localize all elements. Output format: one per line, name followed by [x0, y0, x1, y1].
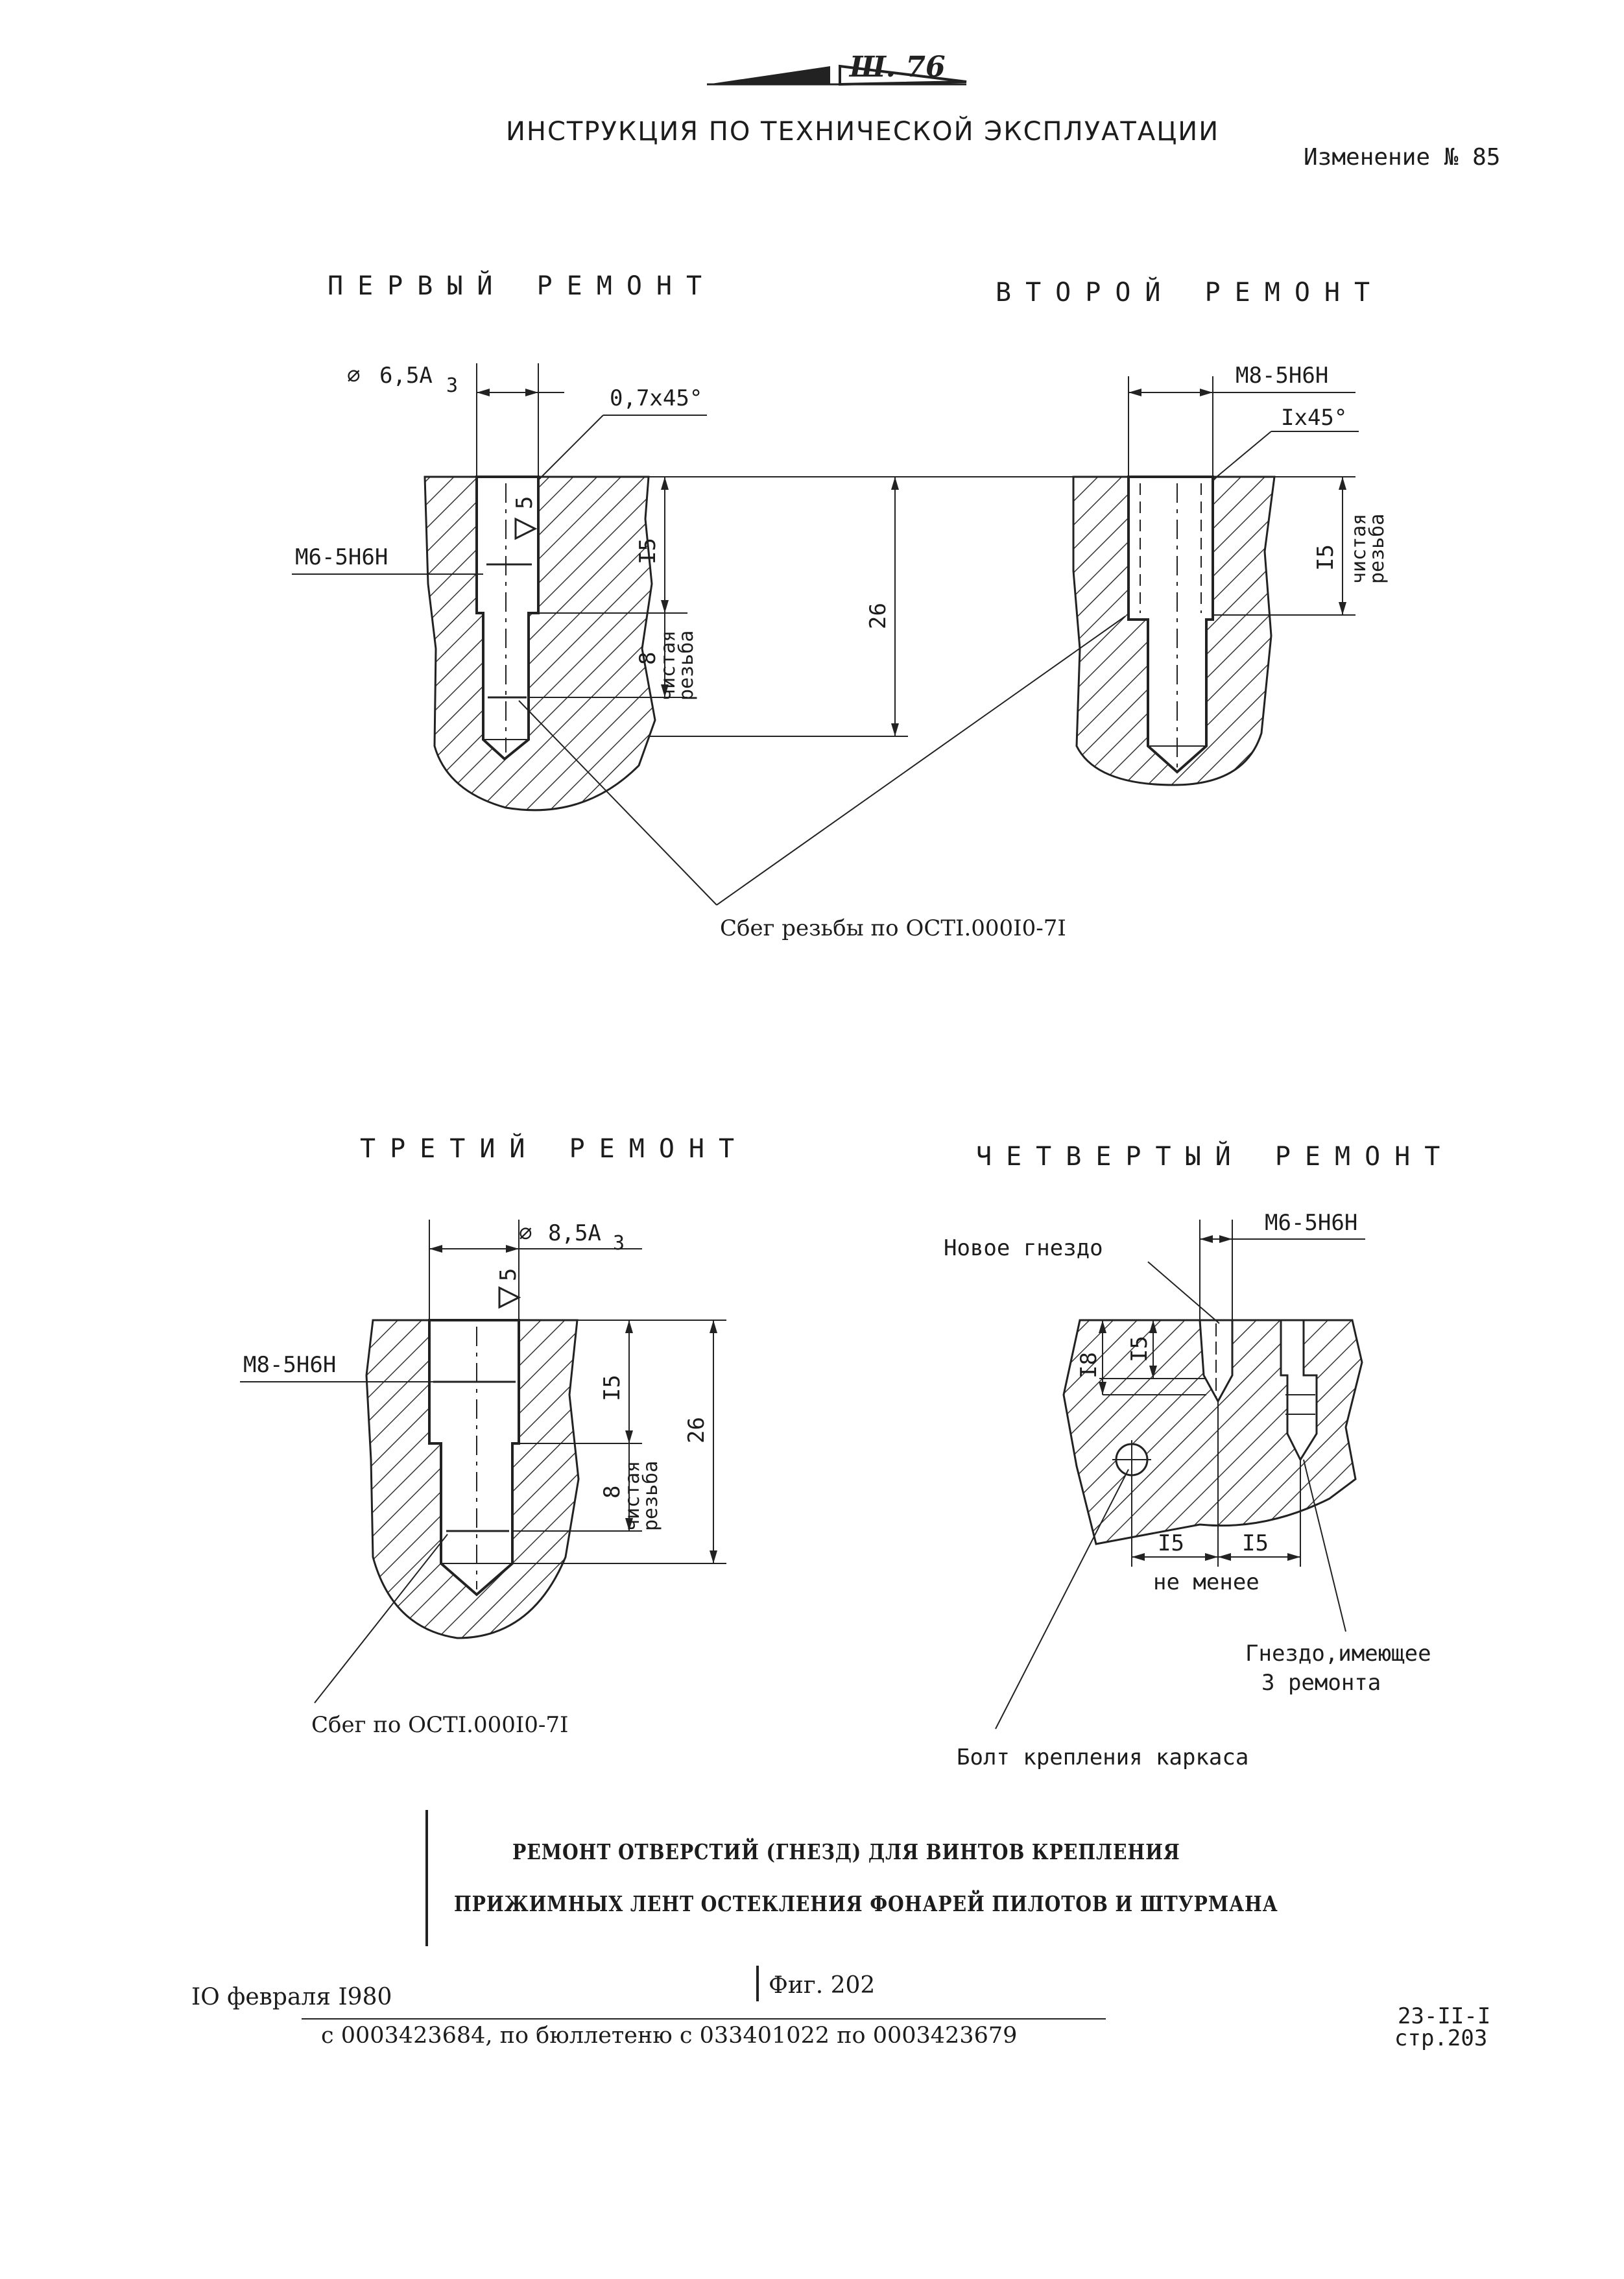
third-roughness: 5: [496, 1268, 521, 1281]
third-thread: M8-5H6H: [243, 1352, 336, 1378]
runout-note-top: Сбег резьбы по ОСТI.000I0-7I: [720, 915, 1066, 941]
first-diameter: 6,5A: [379, 363, 433, 389]
fourth-dim-15v: I5: [1127, 1336, 1152, 1362]
fourth-socket-note-1: Гнездо,имеющее: [1245, 1641, 1431, 1667]
section-title-fourth: ЧЕТВЕРТЫЙ РЕМОНТ: [976, 1142, 1455, 1172]
first-clean-thread-2: резьба: [675, 631, 698, 701]
first-repair-drawing: ∅ 6,5A 3 0,7x45° 5 M6-5H6H I5 8 чистая р…: [292, 363, 707, 812]
second-chamfer: Ix45°: [1281, 405, 1347, 431]
fourth-socket-note-2: 3 ремонта: [1261, 1670, 1381, 1696]
fourth-new-socket: Новое гнездо: [944, 1235, 1103, 1261]
runout-leaders-top: Сбег резьбы по ОСТI.000I0-7I: [518, 616, 1126, 941]
section-title-second: ВТОРОЙ РЕМОНТ: [996, 278, 1385, 307]
fourth-thread: M6-5H6H: [1265, 1210, 1357, 1236]
document-date: IО февраля I980: [191, 1984, 392, 2010]
first-roughness: 5: [512, 496, 538, 509]
document-logo: Ш. 76: [700, 39, 973, 91]
third-clean-thread-1: чистая: [621, 1461, 644, 1531]
caption-line-2: ПРИЖИМНЫХ ЛЕНТ ОСТЕКЛЕНИЯ ФОНАРЕЙ ПИЛОТО…: [454, 1891, 1278, 1916]
third-dim-15: I5: [599, 1375, 625, 1401]
third-diameter-sub: 3: [613, 1232, 625, 1255]
fourth-dim-15a: I5: [1158, 1530, 1184, 1556]
fourth-dim-15b: I5: [1242, 1530, 1269, 1556]
applicability-note: с 0003423684, по бюллетеню с 033401022 п…: [321, 2023, 1018, 2049]
third-dim-8: 8: [599, 1486, 625, 1499]
first-clean-thread-1: чистая: [657, 631, 680, 701]
first-thread: M6-5H6H: [295, 544, 388, 570]
caption-line-1: РЕМОНТ ОТВЕРСТИЙ (ГНЕЗД) ДЛЯ ВИНТОВ КРЕП…: [512, 1839, 1180, 1864]
third-repair-drawing: ∅ 8,5A 3 5 M8-5H6H I5 8 чистая резьба 26…: [240, 1220, 726, 1738]
document-title: ИНСТРУКЦИЯ ПО ТЕХНИЧЕСКОЙ ЭКСПЛУАТАЦИИ: [506, 117, 1220, 147]
third-diam-symbol: ∅: [519, 1220, 532, 1246]
first-chamfer: 0,7x45°: [610, 385, 702, 411]
logo-text: Ш. 76: [848, 51, 946, 84]
fourth-dim-18: I8: [1076, 1352, 1102, 1379]
fourth-bolt-note: Болт крепления каркаса: [957, 1744, 1248, 1770]
figure-number: Фиг. 202: [769, 1972, 876, 1999]
third-diameter: 8,5A: [548, 1220, 601, 1246]
second-clean-thread-2: резьба: [1366, 514, 1389, 584]
second-thread: M8-5H6H: [1236, 363, 1328, 389]
section-title-first: ПЕРВЫЙ РЕМОНТ: [328, 271, 717, 301]
change-number: Изменение № 85: [1304, 144, 1501, 171]
fourth-min-note: не менее: [1153, 1569, 1260, 1595]
fourth-repair-drawing: M6-5H6H Новое гнездо I8 I5 I5 I5 не мене…: [944, 1210, 1431, 1770]
second-repair-drawing: M8-5H6H Ix45° I5 чистая резьба: [1072, 363, 1389, 786]
middle-dim-26: 26: [865, 603, 891, 629]
first-dim-8: 8: [635, 652, 661, 665]
second-dim-15: I5: [1313, 544, 1339, 571]
first-diameter-sub: 3: [446, 374, 458, 397]
page-number: стр.203: [1394, 2025, 1488, 2051]
document-code: 23-II-I: [1398, 2003, 1491, 2029]
third-runout-note: Сбег по ОСТI.000I0-7I: [311, 1712, 568, 1738]
third-dim-26: 26: [684, 1417, 710, 1443]
third-clean-thread-2: резьба: [639, 1461, 662, 1531]
first-diam-symbol: ∅: [347, 363, 360, 389]
first-dim-15: I5: [635, 538, 661, 564]
section-title-third: ТРЕТИЙ РЕМОНТ: [360, 1134, 749, 1164]
logo-emblem-icon: Ш. 76: [707, 51, 967, 86]
second-clean-thread-1: чистая: [1348, 514, 1370, 584]
